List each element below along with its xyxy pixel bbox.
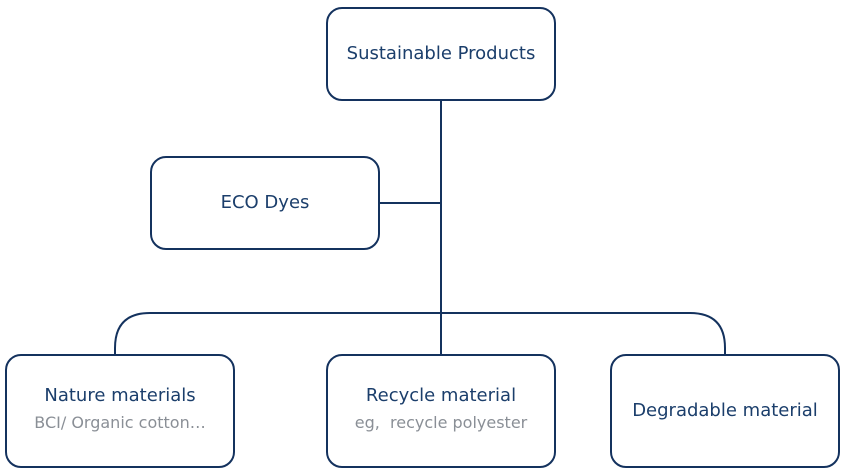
node-title: Degradable material: [632, 399, 818, 421]
node-title: Nature materials: [44, 384, 196, 406]
node-eco-dyes: ECO Dyes: [150, 156, 380, 250]
node-title: Recycle material: [365, 384, 517, 406]
node-title: Sustainable Products: [346, 42, 536, 64]
node-degradable-material: Degradable material: [610, 354, 840, 468]
node-subtitle: eg, recycle polyester: [354, 413, 528, 433]
node-subtitle: BCI/ Organic cotton…: [34, 413, 206, 433]
bottom-bus-line: [114, 312, 726, 354]
node-recycle-material: Recycle material eg, recycle polyester: [326, 354, 556, 468]
node-sustainable-products: Sustainable Products: [326, 7, 556, 101]
node-nature-materials: Nature materials BCI/ Organic cotton…: [5, 354, 235, 468]
node-title: ECO Dyes: [220, 191, 310, 213]
